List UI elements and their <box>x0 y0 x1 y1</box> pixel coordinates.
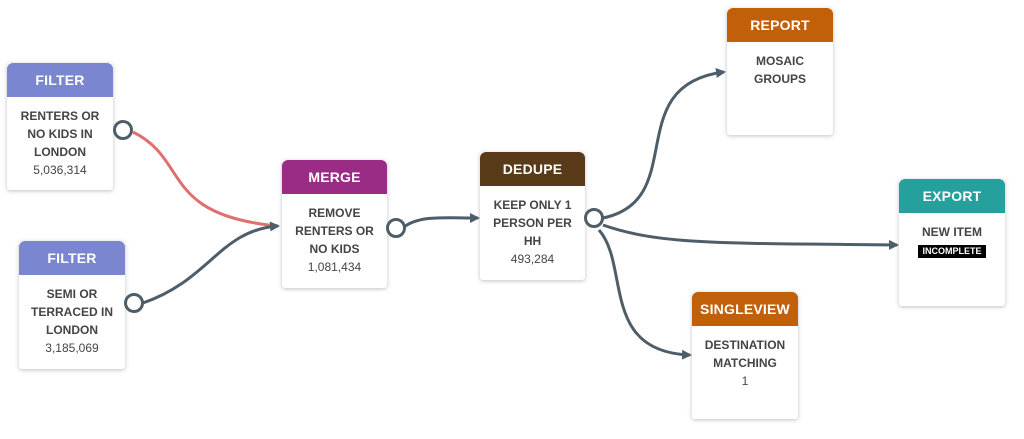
edge-dedupe-report[interactable] <box>602 68 726 220</box>
output-port[interactable] <box>386 218 406 238</box>
node-line: TERRACED IN <box>30 305 113 319</box>
node-description: SEMI OR TERRACED IN LONDON 3,185,069 <box>19 275 125 357</box>
node-description: MOSAIC GROUPS <box>727 42 833 88</box>
merge-node[interactable]: MERGE REMOVE RENTERS OR NO KIDS 1,081,43… <box>282 160 387 288</box>
node-line: REMOVE <box>308 206 361 220</box>
node-count: 1 <box>741 374 749 388</box>
node-description: DESTINATION MATCHING 1 <box>692 326 798 390</box>
singleview-node[interactable]: SINGLEVIEW DESTINATION MATCHING 1 <box>692 292 798 419</box>
edge-merge-dedupe[interactable] <box>403 212 480 229</box>
node-line: LONDON <box>34 145 86 159</box>
node-line: GROUPS <box>753 72 806 86</box>
node-description: REMOVE RENTERS OR NO KIDS 1,081,434 <box>282 194 387 276</box>
edge-dedupe-singleview[interactable] <box>597 229 692 360</box>
output-port[interactable] <box>113 120 133 140</box>
filter-node-semi[interactable]: FILTER SEMI OR TERRACED IN LONDON 3,185,… <box>19 241 125 369</box>
node-header: DEDUPE <box>480 152 585 186</box>
node-line: NO KIDS <box>309 242 360 256</box>
node-line: LONDON <box>46 323 98 337</box>
node-line: SEMI OR <box>46 287 98 301</box>
node-line: MATCHING <box>713 356 777 370</box>
node-line: RENTERS OR <box>295 224 374 238</box>
output-port[interactable] <box>124 293 144 313</box>
edge-filter1-merge[interactable] <box>132 130 279 228</box>
export-node[interactable]: EXPORT NEW ITEM INCOMPLETE <box>899 179 1005 306</box>
node-count: 5,036,314 <box>33 163 87 177</box>
node-header: FILTER <box>19 241 125 275</box>
edge-dedupe-export[interactable] <box>602 223 899 250</box>
node-description: KEEP ONLY 1 PERSON PER HH 493,284 <box>480 186 585 268</box>
node-line: MOSAIC <box>756 54 804 68</box>
node-line: HH <box>523 234 542 248</box>
node-description: RENTERS OR NO KIDS IN LONDON 5,036,314 <box>7 97 113 179</box>
node-count: 493,284 <box>510 252 555 266</box>
node-header: EXPORT <box>899 179 1005 213</box>
node-line: KEEP ONLY 1 <box>493 198 572 212</box>
node-line: NO KIDS IN <box>27 127 93 141</box>
status-badge: INCOMPLETE <box>918 245 986 258</box>
node-description: NEW ITEM INCOMPLETE <box>899 213 1005 259</box>
node-count: 3,185,069 <box>45 341 99 355</box>
node-header: REPORT <box>727 8 833 42</box>
node-header: MERGE <box>282 160 387 194</box>
node-header: SINGLEVIEW <box>692 292 798 326</box>
node-line: PERSON PER <box>493 216 572 230</box>
filter-node-renters[interactable]: FILTER RENTERS OR NO KIDS IN LONDON 5,03… <box>7 63 113 190</box>
node-header: FILTER <box>7 63 113 97</box>
node-line: DESTINATION <box>704 338 786 352</box>
dedupe-node[interactable]: DEDUPE KEEP ONLY 1 PERSON PER HH 493,284 <box>480 152 585 280</box>
edge-filter2-merge[interactable] <box>142 221 280 305</box>
report-node[interactable]: REPORT MOSAIC GROUPS <box>727 8 833 135</box>
output-port[interactable] <box>584 208 604 228</box>
node-line: RENTERS OR <box>20 109 100 123</box>
node-line: NEW ITEM <box>922 225 982 239</box>
node-count: 1,081,434 <box>307 260 362 274</box>
